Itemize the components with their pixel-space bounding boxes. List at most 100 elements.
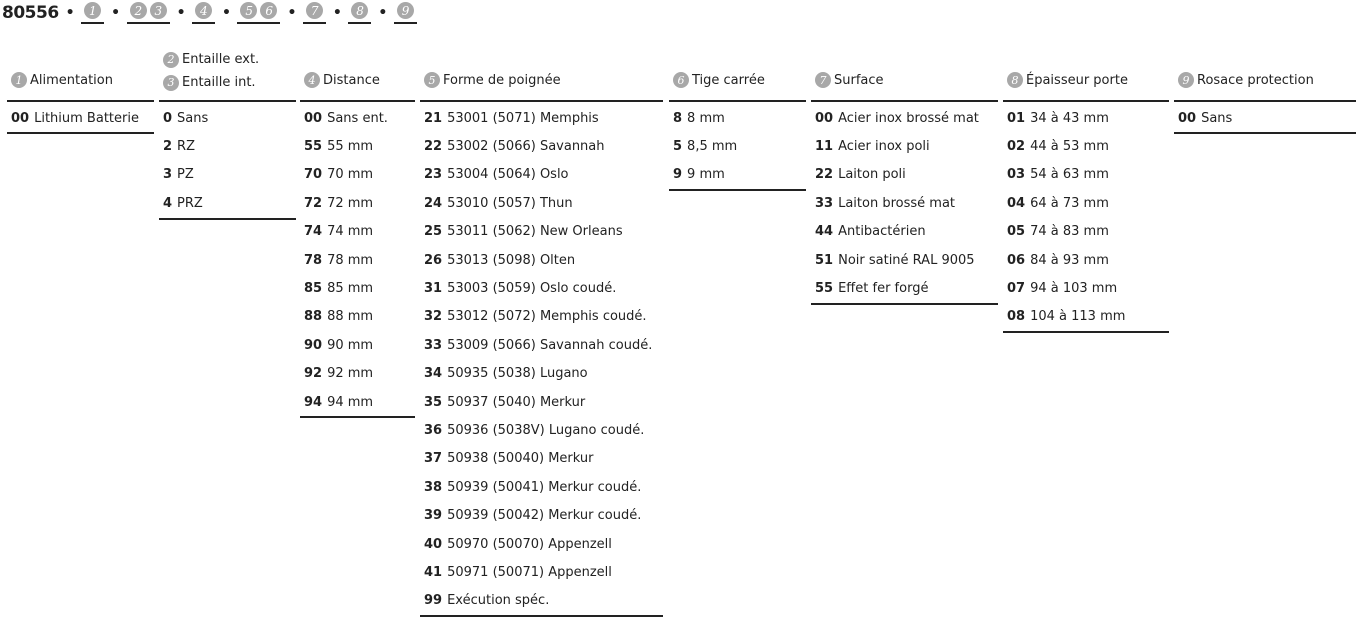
header-label: Tige carrée — [692, 72, 765, 88]
option-label: 53010 (5057) Thun — [447, 195, 573, 211]
option-label: 53011 (5062) New Orleans — [447, 224, 623, 240]
option-code: 22 — [815, 167, 834, 183]
option-label: Effet fer forgé — [838, 281, 929, 297]
option-label: 8,5 mm — [687, 139, 738, 155]
code-slot: 1 — [81, 2, 105, 24]
option-code: 74 — [304, 224, 323, 240]
option-code: 32 — [424, 309, 443, 325]
option-label: 50939 (50042) Merkur coudé. — [447, 508, 642, 524]
option-label: Sans — [177, 110, 209, 126]
option-label: 94 à 103 mm — [1030, 281, 1118, 297]
option-code: 05 — [1007, 224, 1026, 240]
option-label: 53012 (5072) Memphis coudé. — [447, 309, 647, 325]
option-code: 04 — [1007, 195, 1026, 211]
code-slot: 4 — [192, 2, 216, 24]
option-code: 26 — [424, 252, 443, 268]
code-slot: 9 — [393, 2, 417, 24]
option-code: 25 — [424, 224, 443, 240]
option-code: 01 — [1007, 110, 1026, 126]
number-badge-icon: 7 — [815, 72, 831, 88]
option-code: 9 — [673, 167, 683, 183]
option-label: 50935 (5038) Lugano — [447, 366, 588, 382]
option-label: 50936 (5038V) Lugano coudé. — [447, 422, 645, 438]
number-badge-icon: 2 — [129, 2, 147, 19]
option-code: 37 — [424, 451, 443, 467]
option-code: 06 — [1007, 252, 1026, 268]
option-label: 94 mm — [327, 394, 374, 410]
option-code: 34 — [424, 366, 443, 382]
option-code: 94 — [304, 394, 323, 410]
option-code: 00 — [304, 110, 323, 126]
option-code: 00 — [815, 110, 834, 126]
separator-dot: • — [287, 5, 296, 21]
option-label: Acier inox brossé mat — [838, 110, 979, 126]
header-label: Surface — [834, 72, 884, 88]
separator-dot: • — [378, 5, 387, 21]
separator-dot: • — [111, 5, 120, 21]
header-label: Rosace protection — [1197, 72, 1314, 88]
option-label: 85 mm — [327, 281, 374, 297]
option-label: 92 mm — [327, 366, 374, 382]
option-label: Antibactérien — [838, 224, 926, 240]
option-code: 90 — [304, 337, 323, 353]
option-label: 53004 (5064) Oslo — [447, 167, 569, 183]
option-code: 99 — [424, 593, 443, 609]
option-label: 50937 (5040) Merkur — [447, 394, 586, 410]
option-code: 3 — [163, 167, 173, 183]
number-badge-icon: 3 — [163, 74, 179, 91]
number-badge-icon: 3 — [149, 2, 167, 19]
option-label: 53013 (5098) Olten — [447, 252, 576, 268]
product-number: 80556 — [2, 3, 59, 23]
number-badge-icon: 5 — [424, 72, 440, 88]
option-label: 84 à 93 mm — [1030, 252, 1109, 268]
option-code: 78 — [304, 252, 323, 268]
option-code: 00 — [1178, 110, 1197, 126]
option-code: 38 — [424, 479, 443, 495]
option-label: 70 mm — [327, 167, 374, 183]
option-label: Lithium Batterie — [34, 110, 139, 126]
separator-dot: • — [176, 5, 186, 21]
option-label: 9 mm — [687, 167, 725, 183]
header-label: Épaisseur porte — [1026, 72, 1128, 88]
number-badge-icon: 9 — [1178, 72, 1194, 88]
header-label: Entaille ext. — [182, 52, 260, 67]
